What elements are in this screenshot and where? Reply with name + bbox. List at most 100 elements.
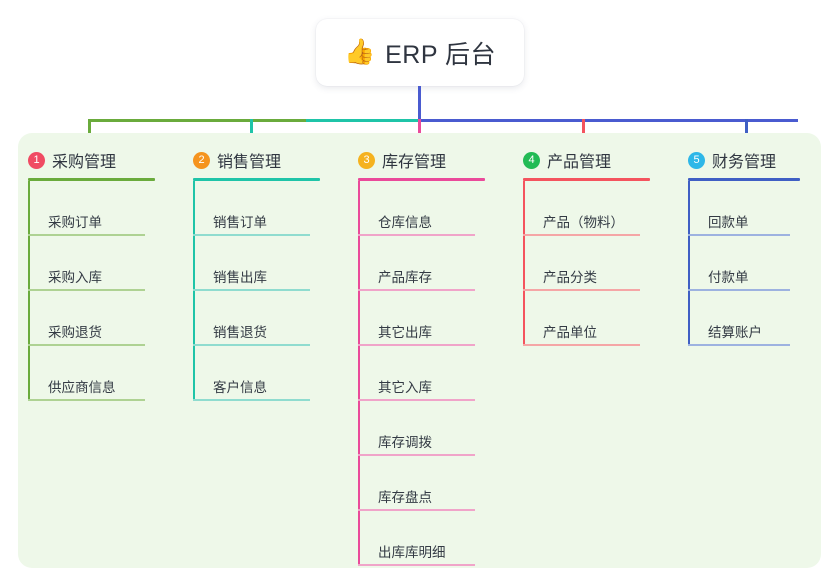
branch-leaf-label: 回款单 — [708, 215, 749, 230]
branch-leaf-rule — [523, 344, 640, 346]
branch-leaf-item[interactable]: 产品分类 — [513, 236, 678, 291]
branch-header-5[interactable]: 5 财务管理 — [678, 145, 828, 175]
branch-title: 采购管理 — [52, 154, 117, 171]
branch-leaf-list: 仓库信息产品库存其它出库其它入库库存调拨库存盘点出库库明细 — [348, 181, 513, 566]
branch-leaf-label: 采购订单 — [48, 215, 102, 230]
branch-leaf-rule — [28, 289, 145, 291]
branch-leaf-item[interactable]: 采购退货 — [18, 291, 183, 346]
branch-spine — [523, 181, 525, 346]
branch-leaf-rule — [28, 344, 145, 346]
branch-leaf-rule — [523, 289, 640, 291]
branch-leaf-item[interactable]: 其它入库 — [348, 346, 513, 401]
branch-title: 财务管理 — [712, 154, 777, 171]
branch-leaf-rule — [688, 344, 790, 346]
branch-leaf-label: 产品分类 — [543, 270, 597, 285]
branch-leaf-item[interactable]: 库存盘点 — [348, 456, 513, 511]
branch-header-2[interactable]: 2 销售管理 — [183, 145, 348, 175]
branch-number-badge: 3 — [358, 151, 375, 169]
branch-leaf-item[interactable]: 其它出库 — [348, 291, 513, 346]
root-node-title: ERP 后台 — [385, 40, 497, 69]
branch-leaf-list: 销售订单销售出库销售退货客户信息 — [183, 181, 348, 401]
branch-leaf-rule — [688, 289, 790, 291]
branch-leaf-item[interactable]: 出库库明细 — [348, 511, 513, 566]
bus-segment-3 — [420, 119, 798, 122]
branch-leaf-label: 产品单位 — [543, 325, 597, 340]
branch-leaf-item[interactable]: 采购入库 — [18, 236, 183, 291]
branch-drop-3 — [418, 119, 421, 145]
branch-spine — [688, 181, 690, 346]
branch-leaf-item[interactable]: 仓库信息 — [348, 181, 513, 236]
branch-leaf-label: 产品库存 — [378, 270, 432, 285]
branch-leaf-label: 其它出库 — [378, 325, 432, 340]
branch-title: 销售管理 — [217, 154, 282, 171]
branch-drop-1 — [88, 119, 91, 145]
branch-column-2: 2 销售管理销售订单销售出库销售退货客户信息 — [183, 145, 348, 401]
branch-leaf-label: 结算账户 — [708, 325, 762, 340]
root-stem — [418, 86, 421, 122]
branch-header-1[interactable]: 1 采购管理 — [18, 145, 183, 175]
branch-leaf-item[interactable]: 结算账户 — [678, 291, 828, 346]
branch-leaf-rule — [358, 344, 475, 346]
branch-leaf-rule — [28, 399, 145, 401]
branch-leaf-rule — [358, 509, 475, 511]
branch-leaf-label: 产品（物料） — [543, 215, 624, 230]
branch-spine — [358, 181, 360, 566]
branch-drop-5 — [745, 119, 748, 145]
branch-leaf-item[interactable]: 销售出库 — [183, 236, 348, 291]
branch-column-3: 3 库存管理仓库信息产品库存其它出库其它入库库存调拨库存盘点出库库明细 — [348, 145, 513, 566]
branch-leaf-item[interactable]: 付款单 — [678, 236, 828, 291]
branch-header-rule — [688, 178, 800, 181]
branch-leaf-list: 产品（物料） 产品分类产品单位 — [513, 181, 678, 346]
branch-leaf-label: 销售订单 — [213, 215, 267, 230]
branch-leaf-rule — [193, 399, 310, 401]
branch-leaf-rule — [688, 234, 790, 236]
branch-leaf-rule — [358, 564, 475, 566]
branch-number-badge: 4 — [523, 151, 540, 169]
branch-spine — [193, 181, 195, 401]
branch-leaf-item[interactable]: 销售订单 — [183, 181, 348, 236]
branch-leaf-label: 客户信息 — [213, 380, 267, 395]
branch-title: 库存管理 — [382, 154, 447, 171]
branch-leaf-rule — [523, 234, 640, 236]
branch-leaf-label: 出库库明细 — [378, 545, 446, 560]
branch-header-rule — [523, 178, 650, 181]
branch-leaf-item[interactable]: 供应商信息 — [18, 346, 183, 401]
branch-leaf-label: 供应商信息 — [48, 380, 116, 395]
branch-number-badge: 1 — [28, 151, 45, 169]
branch-drop-4 — [582, 119, 585, 145]
branch-leaf-label: 库存调拨 — [378, 435, 432, 450]
branches-panel: 1 采购管理采购订单采购入库采购退货供应商信息 2 销售管理销售订单销售出库销售退货客… — [18, 133, 821, 568]
branch-header-rule — [358, 178, 485, 181]
bus-segment-1 — [88, 119, 306, 122]
branch-leaf-label: 销售出库 — [213, 270, 267, 285]
branch-leaf-item[interactable]: 销售退货 — [183, 291, 348, 346]
branch-leaf-item[interactable]: 采购订单 — [18, 181, 183, 236]
branch-header-rule — [28, 178, 155, 181]
branch-number-badge: 2 — [193, 151, 210, 169]
branch-header-3[interactable]: 3 库存管理 — [348, 145, 513, 175]
branch-drop-2 — [250, 119, 253, 145]
root-node[interactable]: 👍 ERP 后台 — [316, 19, 524, 86]
branch-leaf-label: 仓库信息 — [378, 215, 432, 230]
branch-leaf-label: 库存盘点 — [378, 490, 432, 505]
branch-leaf-list: 采购订单采购入库采购退货供应商信息 — [18, 181, 183, 401]
branch-column-1: 1 采购管理采购订单采购入库采购退货供应商信息 — [18, 145, 183, 401]
branch-leaf-item[interactable]: 产品（物料） — [513, 181, 678, 236]
branch-leaf-label: 销售退货 — [213, 325, 267, 340]
branch-leaf-item[interactable]: 库存调拨 — [348, 401, 513, 456]
branch-leaf-label: 采购退货 — [48, 325, 102, 340]
branch-leaf-item[interactable]: 客户信息 — [183, 346, 348, 401]
branch-number-badge: 5 — [688, 151, 705, 169]
branch-leaf-rule — [193, 344, 310, 346]
branch-leaf-label: 其它入库 — [378, 380, 432, 395]
branch-leaf-label: 付款单 — [708, 270, 749, 285]
branch-leaf-item[interactable]: 产品单位 — [513, 291, 678, 346]
branch-leaf-list: 回款单付款单结算账户 — [678, 181, 828, 346]
branch-leaf-item[interactable]: 回款单 — [678, 181, 828, 236]
branch-leaf-item[interactable]: 产品库存 — [348, 236, 513, 291]
branch-header-rule — [193, 178, 320, 181]
branch-leaf-rule — [358, 289, 475, 291]
